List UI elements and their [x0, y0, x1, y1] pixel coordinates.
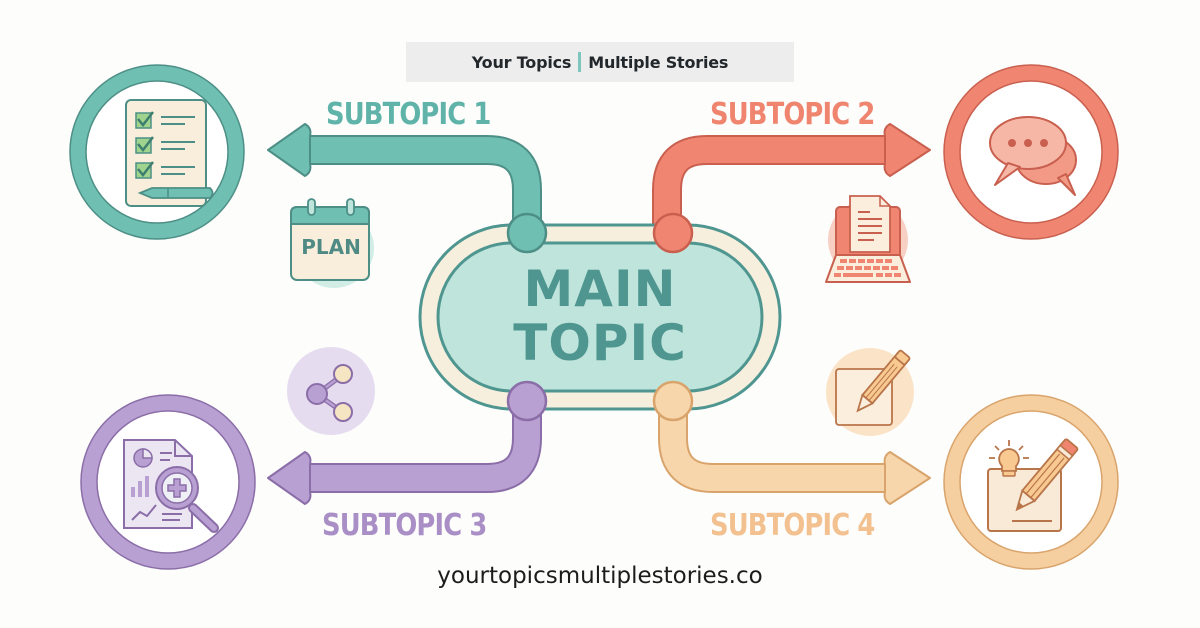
subtopic-4-circle: [943, 394, 1119, 570]
subtopic-2-circle: [943, 64, 1119, 240]
subtopic-1-label: SUBTOPIC 1: [326, 97, 491, 132]
share-icon: [287, 347, 375, 435]
calendar-plan-icon: [290, 198, 374, 288]
main-topic-node: [418, 223, 782, 411]
subtopic-3-label: SUBTOPIC 3: [322, 508, 487, 543]
edit-note-icon: [826, 348, 914, 436]
subtopic-2-connector: [652, 212, 694, 254]
plan-badge-label: PLAN: [301, 235, 361, 259]
checklist-icon: [125, 99, 214, 207]
subtopic-1-circle: [69, 64, 245, 240]
footer-website-url: yourtopicsmultiplestories.co: [437, 563, 763, 589]
subtopic-1-connector: [506, 212, 548, 254]
main-topic-line-2: TOPIC: [513, 314, 687, 372]
chat-bubbles-icon: [989, 116, 1077, 196]
subtopic-1-arrow: [267, 123, 542, 243]
main-topic-label: MAIN TOPIC: [440, 262, 760, 370]
report-magnifier-icon: [123, 439, 219, 533]
main-topic-line-1: MAIN: [523, 260, 677, 318]
header-separator: [578, 52, 582, 72]
subtopic-4-connector: [652, 380, 694, 422]
subtopic-2-label: SUBTOPIC 2: [710, 97, 875, 132]
subtopic-4-label: SUBTOPIC 4: [710, 508, 875, 543]
subtopic-4-arrow: [658, 385, 931, 505]
idea-pencil-icon: [987, 438, 1079, 532]
subtopic-2-arrow: [652, 123, 931, 243]
subtopic-3-connector: [506, 380, 548, 422]
subtopic-3-circle: [80, 394, 256, 570]
header-title-bar: Your Topics Multiple Stories: [406, 42, 794, 82]
header-title-left: Your Topics: [471, 52, 572, 72]
header-title-right: Multiple Stories: [588, 52, 729, 72]
subtopic-3-arrow: [267, 385, 542, 505]
laptop-document-icon: [825, 195, 911, 283]
